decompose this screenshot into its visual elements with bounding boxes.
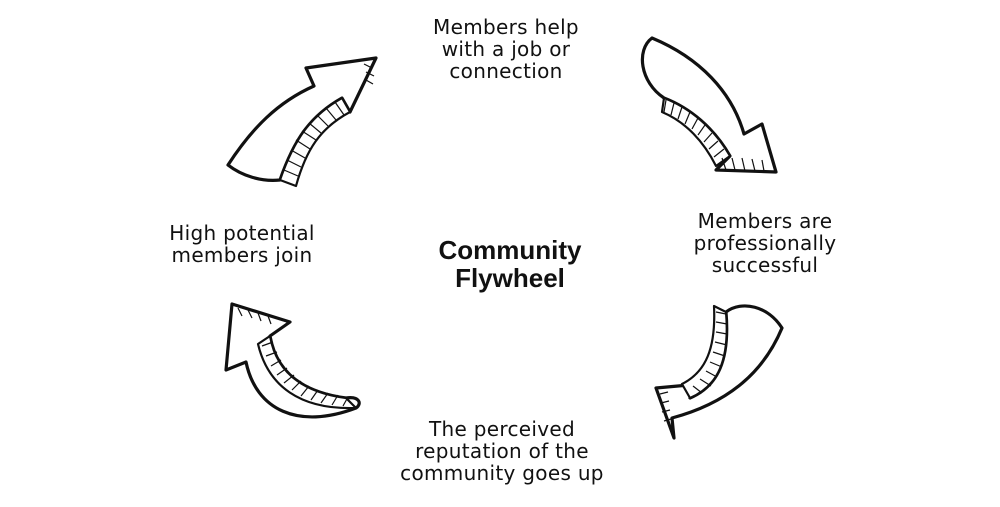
- step-top-line-1: Members help: [433, 15, 579, 39]
- diagram-title-line-2: Flywheel: [455, 263, 565, 293]
- step-top-line-3: connection: [449, 59, 563, 83]
- step-bottom-label: The perceived reputation of the communit…: [372, 418, 632, 484]
- arrow-bottom-left: [224, 302, 361, 419]
- step-left-line-2: members join: [171, 243, 313, 267]
- diagram-title-line-1: Community: [438, 235, 582, 265]
- arrow-top-left-hatching: [283, 63, 375, 177]
- arrow-top-right-hatching: [663, 99, 765, 172]
- arrow-bottom-left-hatching: [237, 307, 349, 407]
- step-right-label: Members are professionally successful: [660, 210, 870, 276]
- step-right-line-1: Members are: [697, 209, 833, 233]
- arrow-top-right: [640, 36, 778, 174]
- step-top-label: Members help with a job or connection: [396, 16, 616, 82]
- step-right-line-2: professionally: [693, 231, 837, 255]
- arrow-bottom-right-hatching: [659, 311, 728, 422]
- step-bottom-line-3: community goes up: [400, 461, 604, 485]
- arrow-bottom-right: [654, 304, 784, 440]
- step-right-line-3: successful: [711, 253, 819, 277]
- step-bottom-line-2: reputation of the: [415, 439, 589, 463]
- diagram-title: Community Flywheel: [396, 236, 624, 292]
- step-left-label: High potential members join: [142, 222, 342, 266]
- step-left-line-1: High potential: [169, 221, 315, 245]
- step-top-line-2: with a job or: [441, 37, 571, 61]
- step-bottom-line-1: The perceived: [429, 417, 575, 441]
- arrow-top-left: [226, 56, 378, 188]
